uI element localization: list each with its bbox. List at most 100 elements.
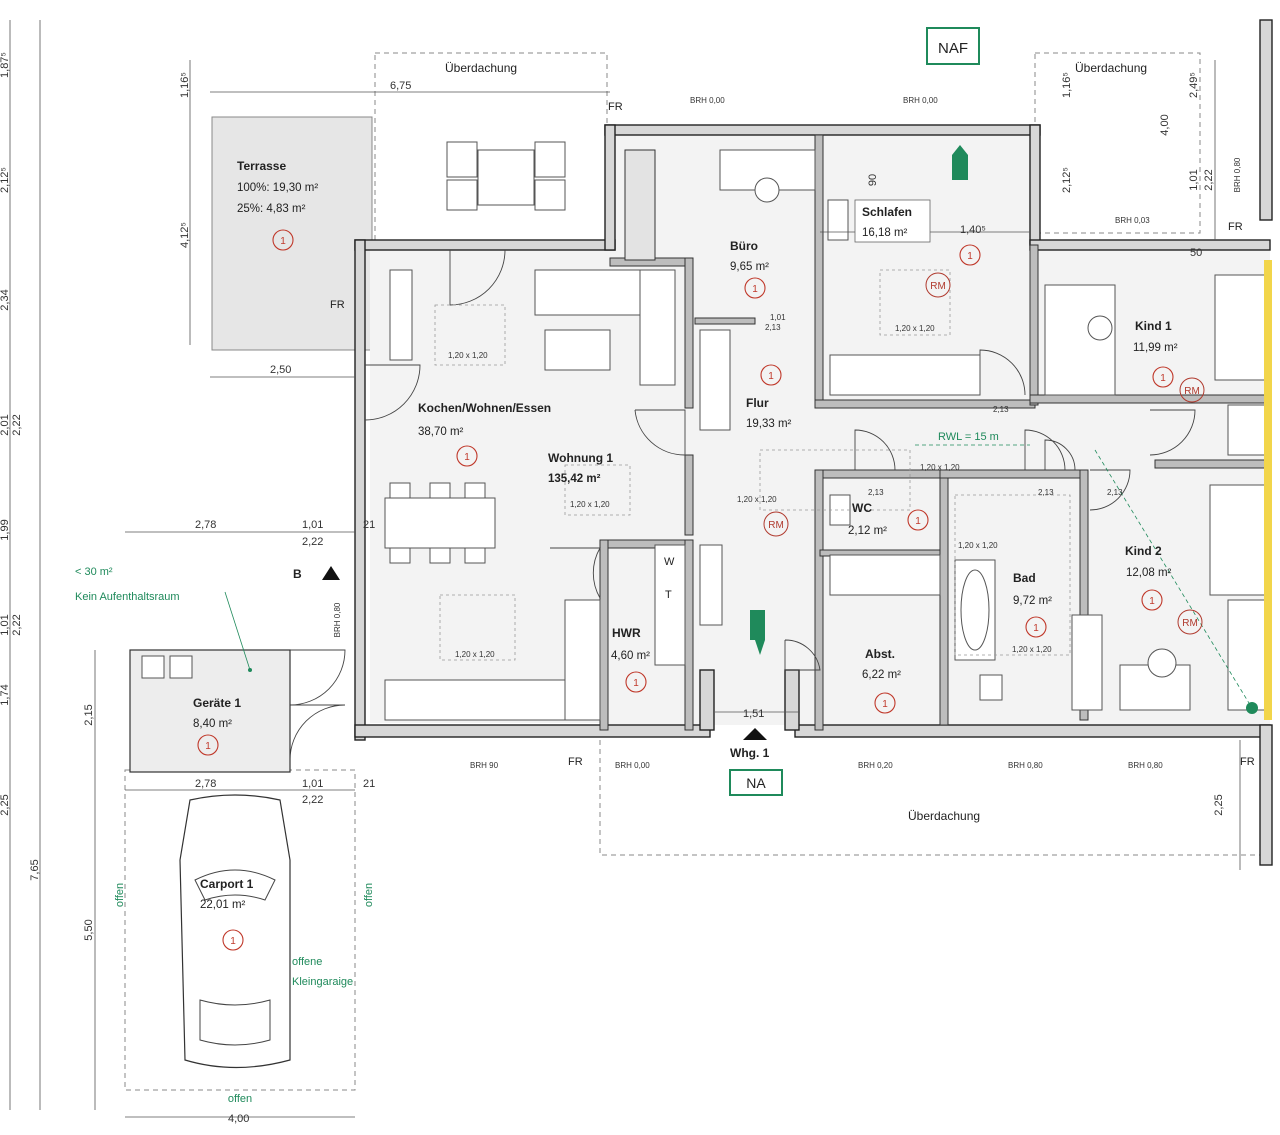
kind1-area: 11,99 m² <box>1133 342 1178 354</box>
furn-size-5: 1,20 x 1,20 <box>737 495 777 504</box>
brh-bottom-3: BRH 0,20 <box>858 761 893 770</box>
exterior-walls <box>354 19 1273 866</box>
brh-top-1: BRH 0,00 <box>690 96 725 105</box>
naf-badge-text: NAF <box>938 40 968 57</box>
door-w-1: 1,01 <box>770 313 786 322</box>
exit-marker-north <box>952 145 968 180</box>
dimension-texts: 6,75 2,50 2,78 1,01 2,22 21 2,78 1,01 2,… <box>0 52 1225 1125</box>
door-h-1: 2,13 <box>765 323 781 332</box>
offene-1: offene <box>292 956 322 968</box>
dim-250: 2,50 <box>270 364 291 376</box>
kein-2: Kein Aufenthaltsraum <box>75 591 180 603</box>
furn-size-4: 1,20 x 1,20 <box>570 500 610 509</box>
furn-size-1: 1,20 x 1,20 <box>448 351 488 360</box>
hwr-area: 4,60 m² <box>611 650 650 662</box>
l-212: 2,12⁵ <box>0 167 11 193</box>
carport-marker: 1 <box>230 936 236 947</box>
kochen-marker: 1 <box>464 452 470 463</box>
abst-marker: 1 <box>882 699 888 710</box>
na-badge-text: NA <box>746 775 766 791</box>
l-215: 2,15 <box>83 704 95 725</box>
buero-area: 9,65 m² <box>730 261 769 273</box>
r-212: 2,12⁵ <box>1061 167 1073 193</box>
schlafen-marker: 1 <box>967 251 973 262</box>
entrance-triangle <box>743 728 767 740</box>
dim-140: 1,40⁵ <box>960 224 986 236</box>
furniture <box>384 141 1272 721</box>
offen-bottom: offen <box>228 1093 252 1105</box>
naf-badge <box>926 27 980 65</box>
brh-left: BRH 0,80 <box>333 602 342 637</box>
schlafen-area: 16,18 m² <box>862 227 908 239</box>
dim-21b: 21 <box>363 778 375 790</box>
r-222: 2,22 <box>1203 169 1215 190</box>
furn-size-2: 1,20 x 1,20 <box>455 650 495 659</box>
r-225: 2,25 <box>1213 794 1225 815</box>
rwl-line <box>1094 449 1253 709</box>
kein-1: < 30 m² <box>75 566 113 578</box>
flur-name: Flur <box>746 396 769 410</box>
buero-name: Büro <box>730 239 758 253</box>
offen-left: offen <box>114 883 126 907</box>
schlafen-rm: RM <box>930 281 946 292</box>
fr-2: FR <box>330 299 345 311</box>
offene-2: Kleingaraige <box>292 976 353 988</box>
furn-size-7: 1,20 x 1,20 <box>958 541 998 550</box>
furn-size-3: 1,20 x 1,20 <box>895 324 935 333</box>
brh-right: BRH 0,80 <box>1233 157 1242 192</box>
l-116: 1,16⁵ <box>179 72 191 98</box>
wc-name: WC <box>852 501 872 515</box>
dim-675: 6,75 <box>390 80 411 92</box>
dim-400: 4,00 <box>228 1113 249 1125</box>
carport-area: 22,01 m² <box>200 899 246 911</box>
car-windshield <box>194 869 276 901</box>
flur-marker: 1 <box>768 371 774 382</box>
kind2-rm: RM <box>1182 618 1198 629</box>
l-225: 2,25 <box>0 794 11 815</box>
dim-50: 50 <box>1190 247 1202 259</box>
annotations: Überdachung Überdachung Überdachung FR F… <box>75 61 1255 1105</box>
terrasse-line1: 100%: 19,30 m² <box>237 182 318 194</box>
bad-area: 9,72 m² <box>1013 595 1052 607</box>
furn-size-6: 1,20 x 1,20 <box>920 463 960 472</box>
dim-222b: 2,22 <box>302 794 323 806</box>
l-101: 1,01 <box>0 614 11 635</box>
car-outline <box>179 794 291 1069</box>
dim-278: 2,78 <box>195 519 216 531</box>
whg-label: Whg. 1 <box>730 746 770 760</box>
kind2-area: 12,08 m² <box>1126 567 1172 579</box>
terrace-area <box>211 116 373 351</box>
dim-90: 90 <box>867 174 879 186</box>
flur-area: 19,33 m² <box>746 418 792 430</box>
l-412: 4,12⁵ <box>179 222 191 248</box>
r-101: 1,01 <box>1188 169 1200 190</box>
kochen-name: Kochen/Wohnen/Essen <box>418 401 551 415</box>
door-h-3: 2,13 <box>868 488 884 497</box>
wc-marker: 1 <box>915 516 921 527</box>
r-249: 2,49⁵ <box>1188 72 1200 98</box>
hwr-t: T <box>665 589 672 601</box>
exit-marker-entry <box>750 610 765 655</box>
section-marker-b <box>322 566 340 580</box>
kind1-rm: RM <box>1184 386 1200 397</box>
kochen-area: 38,70 m² <box>418 426 464 438</box>
car-rear-window <box>199 999 271 1046</box>
kein-leader <box>224 591 251 671</box>
l-201: 2,01 <box>0 414 11 435</box>
r-116: 1,16⁵ <box>1061 72 1073 98</box>
door-h-4: 2,13 <box>1038 488 1054 497</box>
wc-area: 2,12 m² <box>848 525 887 537</box>
furn-size-8: 1,20 x 1,20 <box>1012 645 1052 654</box>
room-labels: Terrasse 100%: 19,30 m² 25%: 4,83 m² 1 K… <box>193 159 1205 951</box>
r-400: 4,00 <box>1159 114 1171 135</box>
schlafen-name: Schlafen <box>862 205 912 219</box>
brh-bottom-5: BRH 0,80 <box>1128 761 1163 770</box>
brh-bottom-1: BRH 90 <box>470 761 499 770</box>
furniture-clearance-boxes <box>434 269 1071 661</box>
fr-4: FR <box>1228 221 1243 233</box>
l-550: 5,50 <box>83 919 95 940</box>
brh-bottom-2: BRH 0,00 <box>615 761 650 770</box>
dim-101: 1,01 <box>302 519 323 531</box>
brh-right-top: BRH 0,03 <box>1115 216 1150 225</box>
